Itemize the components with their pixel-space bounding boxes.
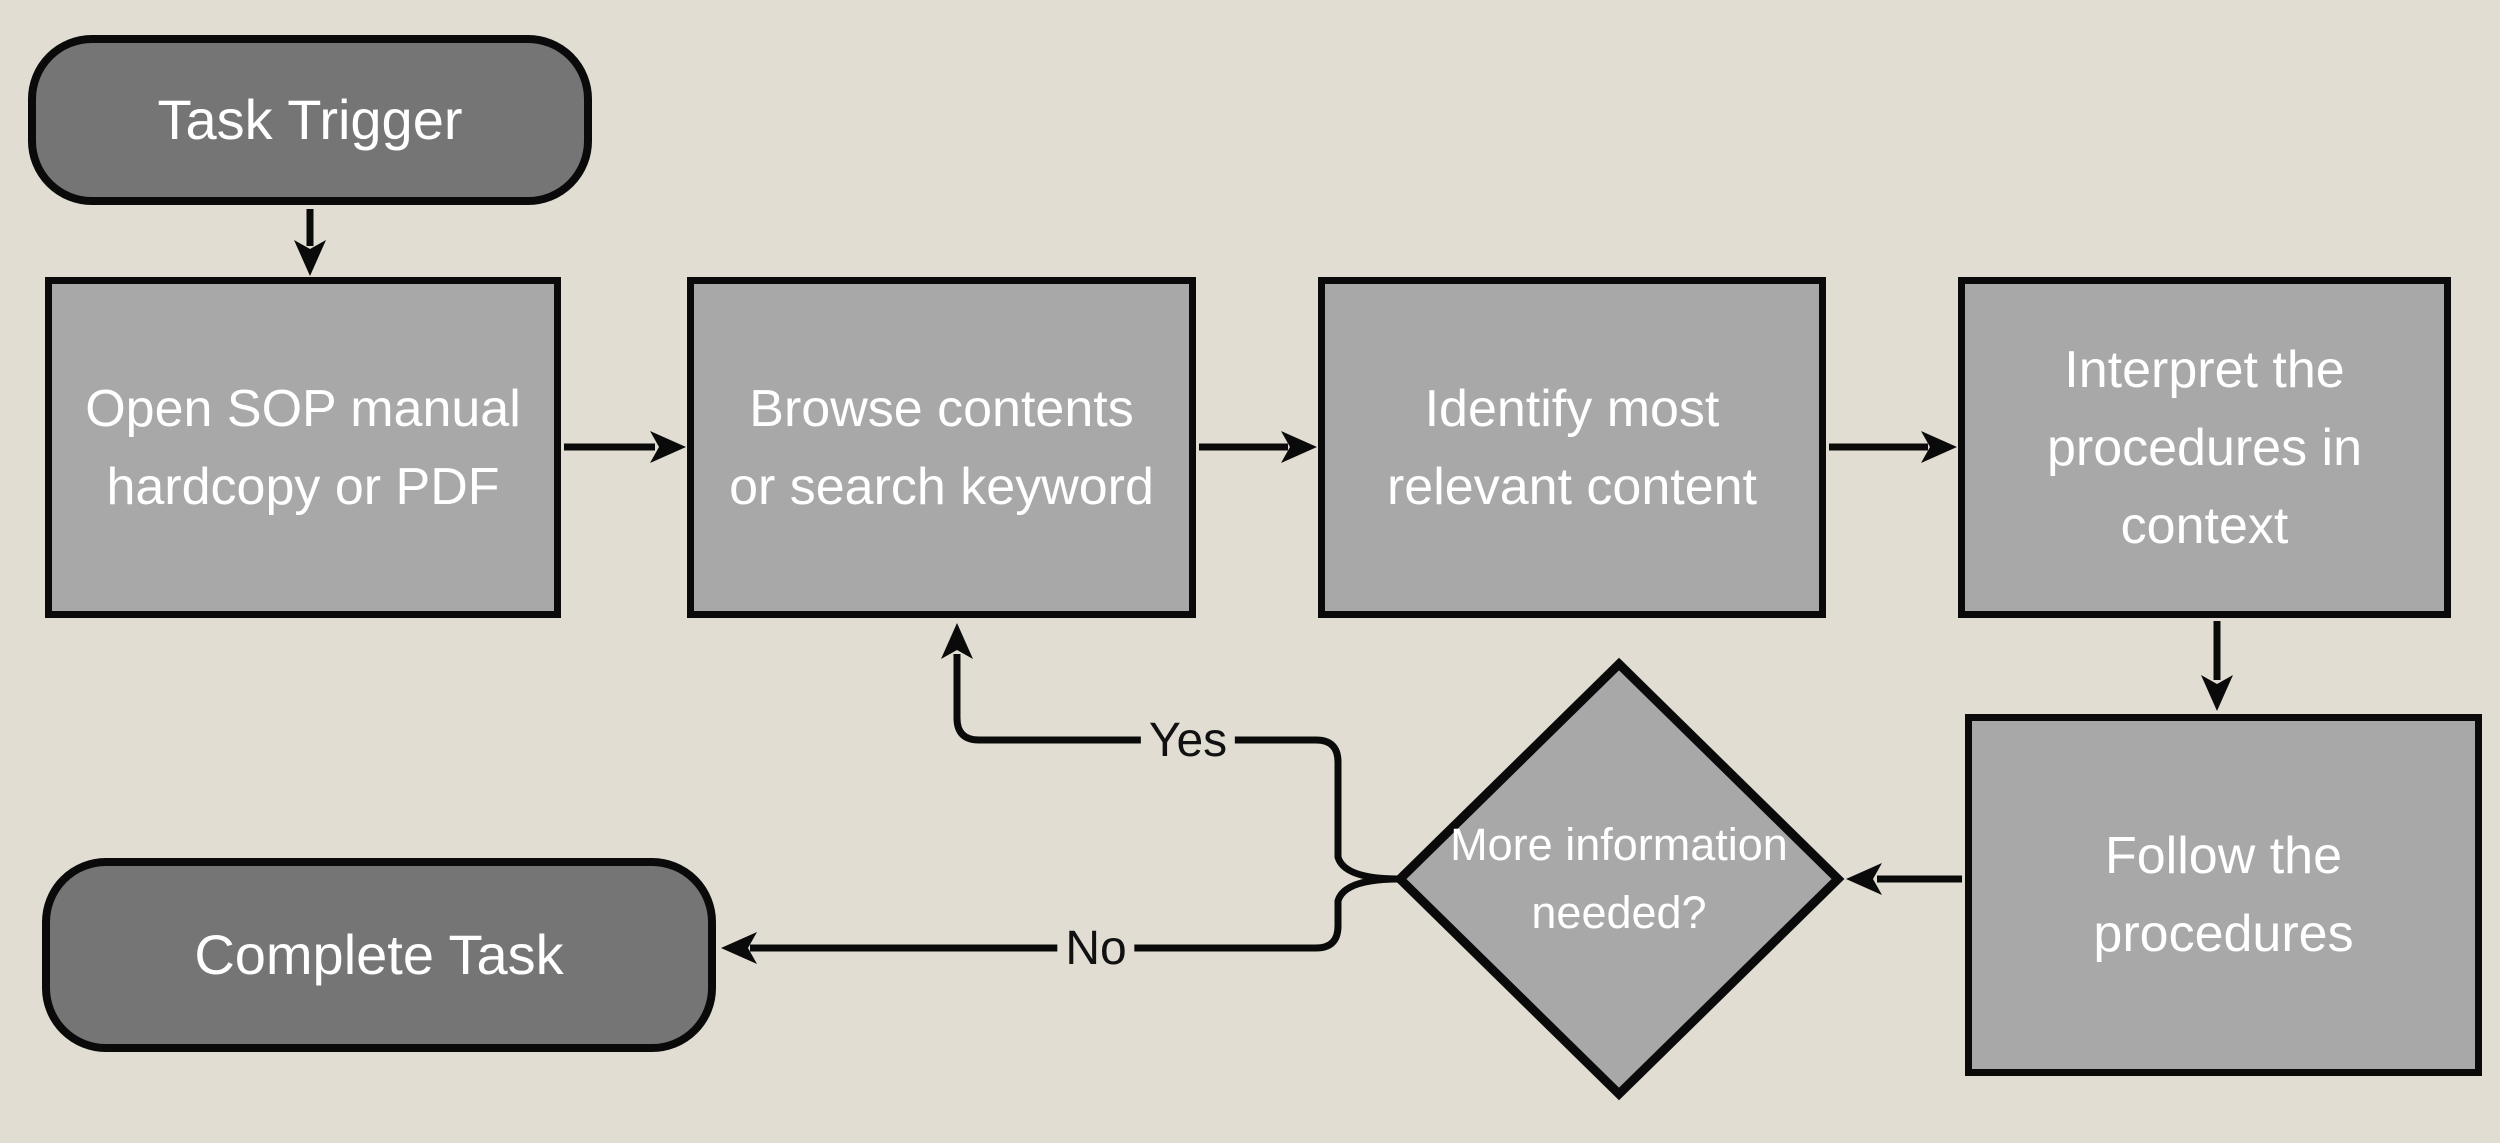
node-open-sop-manual: Open SOP manual hardcopy or PDF — [45, 277, 561, 618]
node-identify-relevant: Identify most relevant content — [1318, 277, 1826, 618]
node-task-trigger: Task Trigger — [28, 35, 592, 205]
node-identify-line-1: Identify most — [1424, 379, 1720, 438]
arrowhead-up-browse — [941, 623, 973, 659]
edge-label-no: No — [1057, 923, 1135, 975]
arrowhead-right-browse — [650, 431, 686, 463]
arrowhead-right-interpret — [1921, 431, 1957, 463]
node-browse-line-1: Browse contents — [749, 379, 1134, 438]
edge-label-yes: Yes — [1140, 715, 1236, 767]
arrowhead-left-decision — [1846, 863, 1882, 895]
node-browse-contents: Browse contents or search keyword — [687, 277, 1196, 618]
node-decision-diamond — [1393, 657, 1845, 1101]
node-decision-line-1: More — [1450, 819, 1553, 870]
node-identify-line-2: relevant content — [1386, 457, 1758, 516]
arrowhead-down-open-sop — [294, 240, 326, 276]
node-browse-line-2: or search keyword — [729, 457, 1154, 516]
arrowhead-left-complete — [721, 932, 757, 964]
node-decision-line-2: information — [1565, 819, 1788, 870]
node-task-trigger-label: Task Trigger — [157, 88, 463, 151]
node-decision-line-3: needed? — [1531, 887, 1707, 938]
node-complete-task: Complete Task — [42, 858, 716, 1052]
node-interpret-procedures: Interpret the procedures in context — [1958, 277, 2451, 618]
node-interpret-line-1: Interpret the — [2064, 340, 2345, 399]
edge-decision-yes-to-browse — [953, 654, 1401, 883]
node-open-sop-line-1: Open SOP manual — [85, 379, 521, 438]
node-interpret-line-3: context — [2120, 496, 2289, 555]
node-follow-line-2: procedures — [2093, 905, 2354, 963]
node-open-sop-line-2: hardcopy or PDF — [106, 457, 500, 516]
edge-decision-no-to-complete — [750, 875, 1401, 952]
arrowhead-right-identify — [1281, 431, 1317, 463]
arrowhead-down-follow — [2201, 675, 2233, 711]
node-follow-procedures: Follow the procedures — [1965, 714, 2482, 1076]
node-complete-task-label: Complete Task — [194, 923, 564, 986]
node-decision-label: More information needed? — [1409, 811, 1829, 947]
node-follow-line-1: Follow the — [2105, 827, 2342, 885]
node-interpret-line-2: procedures in — [2046, 418, 2363, 477]
